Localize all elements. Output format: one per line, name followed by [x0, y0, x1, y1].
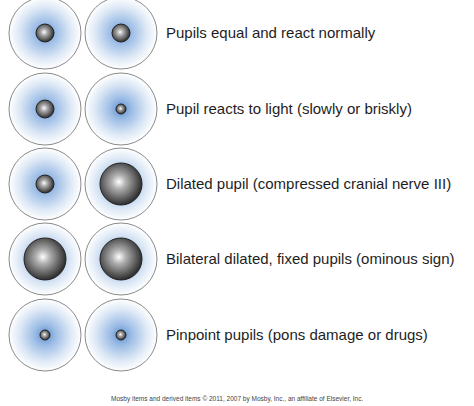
eye-outline: [9, 0, 81, 69]
eye-outline: [85, 0, 157, 69]
eye-outline: [9, 299, 81, 371]
pupil: [36, 24, 54, 42]
pupil: [36, 100, 54, 118]
eye-outline: [85, 223, 157, 295]
finding-label: Dilated pupil (compressed cranial nerve …: [166, 175, 451, 193]
eye-outline: [85, 73, 157, 145]
eye-outline: [9, 148, 81, 220]
finding-label: Pupils equal and react normally: [166, 24, 375, 42]
eye-outline: [9, 73, 81, 145]
pupil: [112, 24, 130, 42]
pupil: [100, 238, 142, 280]
copyright-note: Mosby items and derived items © 2011, 20…: [111, 395, 363, 403]
finding-label: Bilateral dilated, fixed pupils (ominous…: [166, 250, 454, 268]
pupil: [40, 330, 50, 340]
pupil: [116, 104, 126, 114]
pupil: [100, 163, 142, 205]
eye-outline: [85, 299, 157, 371]
eye-outline: [9, 223, 81, 295]
pupil: [24, 238, 66, 280]
eye-outline: [85, 148, 157, 220]
finding-label: Pupil reacts to light (slowly or briskly…: [166, 100, 412, 118]
pupil: [36, 175, 54, 193]
finding-label: Pinpoint pupils (pons damage or drugs): [166, 326, 428, 344]
pupil: [116, 330, 126, 340]
